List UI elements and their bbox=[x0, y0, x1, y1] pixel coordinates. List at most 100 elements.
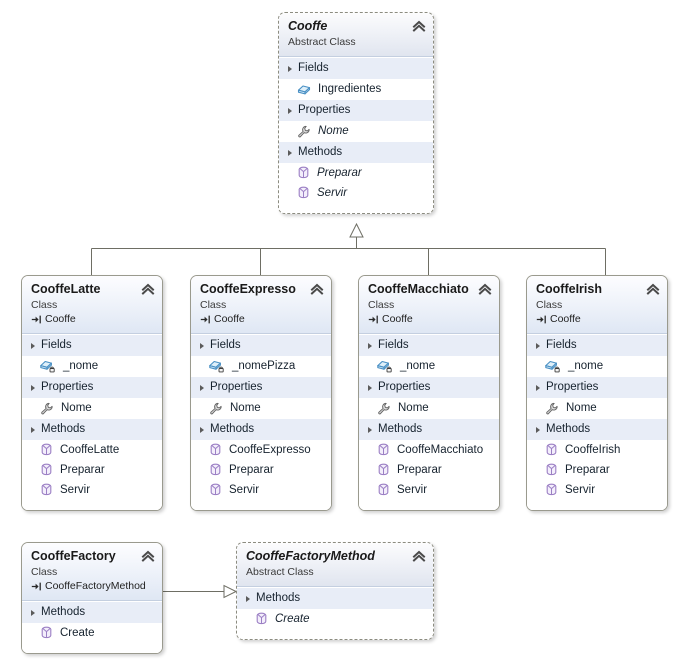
method-cube-icon bbox=[41, 483, 52, 496]
class-base-reference[interactable]: Cooffe bbox=[200, 312, 322, 326]
section-header-properties[interactable]: Properties bbox=[22, 376, 162, 398]
expander-triangle-icon[interactable] bbox=[536, 426, 540, 433]
member-row[interactable]: CooffeMacchiato bbox=[359, 440, 499, 460]
expander-triangle-icon[interactable] bbox=[368, 426, 372, 433]
member-row[interactable]: Preparar bbox=[279, 163, 433, 183]
expander-triangle-icon[interactable] bbox=[200, 342, 204, 349]
section-label: Fields bbox=[298, 62, 329, 74]
class-base-reference[interactable]: Cooffe bbox=[536, 312, 658, 326]
member-row[interactable]: Ingredientes bbox=[279, 79, 433, 99]
section-header-properties[interactable]: Properties bbox=[191, 376, 331, 398]
member-row[interactable]: Create bbox=[22, 623, 162, 643]
expander-triangle-icon[interactable] bbox=[200, 384, 204, 391]
collapse-button[interactable] bbox=[478, 282, 492, 296]
member-row[interactable]: CooffeExpresso bbox=[191, 440, 331, 460]
chevron-double-up-icon[interactable] bbox=[646, 282, 660, 296]
chevron-double-up-icon[interactable] bbox=[412, 549, 426, 563]
class-name: CooffeLatte bbox=[31, 282, 101, 296]
section-header-properties[interactable]: Properties bbox=[279, 99, 433, 121]
member-row[interactable]: CooffeLatte bbox=[22, 440, 162, 460]
collapse-button[interactable] bbox=[646, 282, 660, 296]
expander-triangle-icon[interactable] bbox=[31, 342, 35, 349]
member-row[interactable]: Servir bbox=[527, 480, 667, 500]
expander-triangle-icon[interactable] bbox=[288, 149, 292, 156]
expander-triangle-icon[interactable] bbox=[368, 384, 372, 391]
member-row[interactable]: Preparar bbox=[359, 460, 499, 480]
member-row[interactable]: Preparar bbox=[191, 460, 331, 480]
member-row[interactable]: _nome bbox=[359, 356, 499, 376]
expander-triangle-icon[interactable] bbox=[200, 426, 204, 433]
section-header-methods[interactable]: Methods bbox=[237, 587, 433, 609]
collapse-button[interactable] bbox=[310, 282, 324, 296]
member-row[interactable]: _nome bbox=[527, 356, 667, 376]
expander-triangle-icon[interactable] bbox=[536, 384, 540, 391]
member-row[interactable]: Create bbox=[237, 609, 433, 629]
collapse-button[interactable] bbox=[412, 19, 426, 33]
section-header-methods[interactable]: Methods bbox=[359, 418, 499, 440]
section-header-methods[interactable]: Methods bbox=[279, 141, 433, 163]
chevron-double-up-icon[interactable] bbox=[141, 549, 155, 563]
member-row[interactable]: Nome bbox=[191, 398, 331, 418]
expander-triangle-icon[interactable] bbox=[288, 65, 292, 72]
section-header-fields[interactable]: Fields bbox=[527, 334, 667, 356]
chevron-double-up-icon[interactable] bbox=[412, 19, 426, 33]
member-row[interactable]: _nomePizza bbox=[191, 356, 331, 376]
section-header-properties[interactable]: Properties bbox=[359, 376, 499, 398]
expander-triangle-icon[interactable] bbox=[246, 595, 250, 602]
method-cube-icon bbox=[41, 463, 52, 476]
member-row[interactable]: Servir bbox=[22, 480, 162, 500]
section-header-methods[interactable]: Methods bbox=[191, 418, 331, 440]
expander-triangle-icon[interactable] bbox=[31, 609, 35, 616]
member-row[interactable]: Servir bbox=[279, 183, 433, 203]
chevron-double-up-icon[interactable] bbox=[310, 282, 324, 296]
member-row[interactable]: Nome bbox=[359, 398, 499, 418]
expander-triangle-icon[interactable] bbox=[288, 107, 292, 114]
chevron-double-up-icon[interactable] bbox=[141, 282, 155, 296]
member-row[interactable]: CooffeIrish bbox=[527, 440, 667, 460]
expander-triangle-icon[interactable] bbox=[368, 342, 372, 349]
member-row[interactable]: Servir bbox=[359, 480, 499, 500]
collapse-button[interactable] bbox=[141, 549, 155, 563]
section-header-fields[interactable]: Fields bbox=[279, 57, 433, 79]
chevron-double-up-icon[interactable] bbox=[478, 282, 492, 296]
collapse-button[interactable] bbox=[412, 549, 426, 563]
member-row[interactable]: Preparar bbox=[527, 460, 667, 480]
section-header-properties[interactable]: Properties bbox=[527, 376, 667, 398]
section-header-fields[interactable]: Fields bbox=[191, 334, 331, 356]
member-row[interactable]: Nome bbox=[22, 398, 162, 418]
collapse-button[interactable] bbox=[141, 282, 155, 296]
section-header-methods[interactable]: Methods bbox=[527, 418, 667, 440]
base-class-arrow-icon bbox=[200, 315, 210, 323]
section-header-fields[interactable]: Fields bbox=[359, 334, 499, 356]
section-header-methods[interactable]: Methods bbox=[22, 601, 162, 623]
class-base-reference[interactable]: CooffeFactoryMethod bbox=[31, 579, 153, 593]
expander-triangle-icon[interactable] bbox=[536, 342, 540, 349]
class-base-reference[interactable]: Cooffe bbox=[31, 312, 153, 326]
expander-triangle-icon[interactable] bbox=[31, 384, 35, 391]
section-header-methods[interactable]: Methods bbox=[22, 418, 162, 440]
section-label: Fields bbox=[41, 339, 72, 351]
member-row[interactable]: Servir bbox=[191, 480, 331, 500]
member-row[interactable]: Nome bbox=[279, 121, 433, 141]
member-row[interactable]: _nome bbox=[22, 356, 162, 376]
class-base-reference[interactable]: Cooffe bbox=[368, 312, 490, 326]
section-header-fields[interactable]: Fields bbox=[22, 334, 162, 356]
expander-triangle-icon[interactable] bbox=[31, 426, 35, 433]
member-row[interactable]: Preparar bbox=[22, 460, 162, 480]
member-row[interactable]: Nome bbox=[527, 398, 667, 418]
